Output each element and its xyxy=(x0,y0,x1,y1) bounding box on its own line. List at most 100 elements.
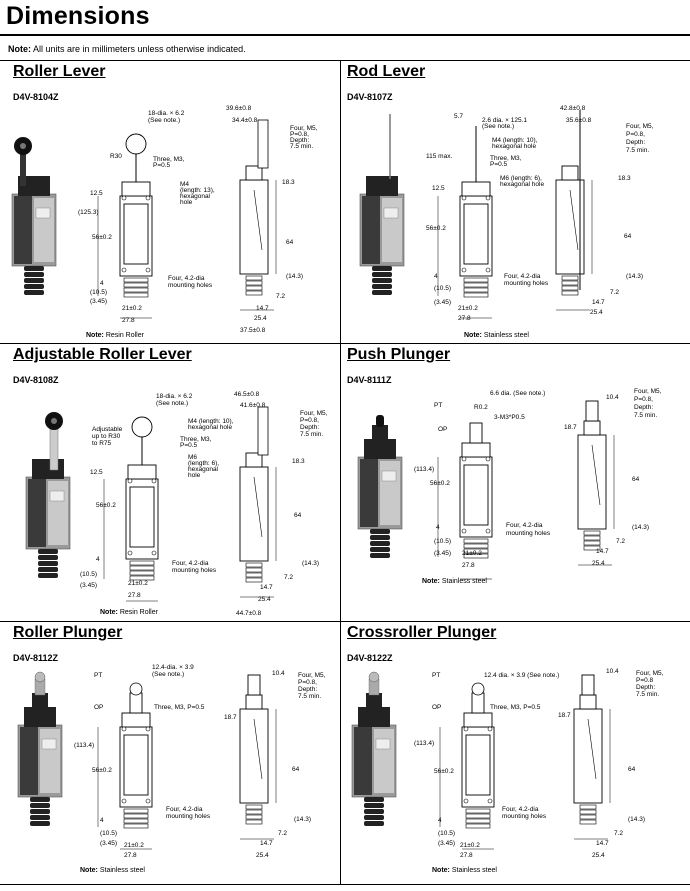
mounting-hole xyxy=(485,267,491,273)
side-view-drawing xyxy=(239,165,269,296)
dimension-label: (10.5) xyxy=(434,538,451,545)
dimension-label: 7.5 min. xyxy=(300,431,323,438)
dimension-label: (3.45) xyxy=(438,840,455,847)
dimension-label: Three, M3, xyxy=(153,156,185,163)
thread-ring xyxy=(123,813,149,819)
front-view-drawing xyxy=(459,181,493,298)
dimension-label: 37.5±0.8 xyxy=(240,327,266,334)
thread-ring xyxy=(579,819,597,825)
dimension-label: 14.7 xyxy=(260,840,273,847)
dimension-label: 7.5 min. xyxy=(626,147,649,154)
dimension-label: 7.5 min. xyxy=(636,691,659,698)
dimension-label: hexagonal xyxy=(180,193,211,200)
lever-side xyxy=(257,119,269,169)
panel-note: Note: Stainless steel xyxy=(80,867,145,874)
dimension-label: Four, 4.2-dia xyxy=(506,522,543,529)
dimension-label: P=0.8, xyxy=(300,417,319,424)
dimension-label: 7.5 min. xyxy=(634,412,657,419)
model-number: D4V-8111Z xyxy=(347,375,392,385)
switch-window xyxy=(463,464,489,526)
dimension-label: (length: 6), xyxy=(188,460,219,467)
dimension-label: M6 xyxy=(188,454,197,461)
dimension-label: 14.7 xyxy=(260,584,273,591)
switch-side-body xyxy=(239,708,269,804)
dimension-label: P=0.8 xyxy=(636,677,654,684)
dimension-label: 27.8 xyxy=(462,562,475,569)
dimension-label: Depth: xyxy=(634,404,653,411)
thread-ring xyxy=(129,560,155,566)
dimension-label: P=0.8, xyxy=(298,679,317,686)
panel-title: Crossroller Plunger xyxy=(347,624,497,641)
dimension-label: (See note.) xyxy=(156,400,188,407)
panel-note: Note: Stainless steel xyxy=(422,578,487,585)
switch-window xyxy=(123,203,149,265)
dimension-label: 21±0.2 xyxy=(462,550,482,557)
switch-window xyxy=(465,734,491,796)
dimension-label: 14.7 xyxy=(596,840,609,847)
thread-ring xyxy=(463,282,489,288)
dimension-label: 27.8 xyxy=(460,852,473,859)
dimension-label: 56±0.2 xyxy=(92,234,112,241)
mounting-hole xyxy=(121,798,127,804)
dimension-label: 2.6 dia. × 125.1 xyxy=(482,117,527,124)
switch-head xyxy=(127,464,157,480)
mounting-hole xyxy=(463,798,469,804)
dimension-label: M4 (length: 10), xyxy=(188,418,234,425)
mounting-hole xyxy=(461,267,467,273)
dimension-label: (10.5) xyxy=(100,830,117,837)
dimension-label: P=0.5 xyxy=(153,162,171,169)
dimension-label: PT xyxy=(432,672,440,679)
dimension-label: 4 xyxy=(100,817,104,824)
switch-side-head xyxy=(583,420,601,436)
thread-ring xyxy=(463,553,489,559)
dimension-label: 12.5 xyxy=(432,185,445,192)
thread-ring xyxy=(463,277,489,283)
thread-ring xyxy=(579,814,597,820)
dimension-label: Three, M3, xyxy=(180,436,212,443)
plunger-side xyxy=(585,400,599,422)
dimension-label: (113.4) xyxy=(74,742,94,749)
dimension-label: 25.4 xyxy=(258,596,271,603)
thread-ring xyxy=(245,280,263,286)
thread-ring xyxy=(245,275,263,281)
side-view-drawing xyxy=(239,694,269,825)
switch-window xyxy=(463,203,489,265)
dimension-label: 56±0.2 xyxy=(96,502,116,509)
product-photo xyxy=(351,671,397,826)
model-number: D4V-8108Z xyxy=(13,375,59,385)
dimension-label: 12.5 xyxy=(90,469,103,476)
dimension-label: Four, 4.2-dia xyxy=(168,275,205,282)
thread-ring xyxy=(129,565,155,571)
thread-ring xyxy=(583,545,601,551)
thread-ring xyxy=(463,548,489,554)
dimension-label: 7.2 xyxy=(614,830,623,837)
dimension-label: P=0.5 xyxy=(180,442,198,449)
product-photo xyxy=(17,671,63,826)
thread-ring xyxy=(123,823,149,829)
product-photo xyxy=(359,114,405,295)
dimension-label: 25.4 xyxy=(590,309,603,316)
dimension-label: 18-dia. × 6.2 xyxy=(148,110,185,117)
switch-side-head xyxy=(579,694,597,710)
thread-ring xyxy=(579,804,597,810)
front-view-drawing xyxy=(459,442,493,559)
dimension-label: Four, 4.2-dia xyxy=(502,806,539,813)
grid-line xyxy=(340,60,341,884)
dimension-label: 3-M3*P0.5 xyxy=(494,414,525,421)
mounting-hole xyxy=(461,528,467,534)
dimension-label: 27.8 xyxy=(124,852,137,859)
mounting-hole xyxy=(485,195,491,201)
dimension-label: 64 xyxy=(624,233,632,240)
dimension-label: 7.2 xyxy=(616,538,625,545)
dimension-label: Four, M5, xyxy=(626,123,654,130)
thread-ring xyxy=(463,538,489,544)
mounting-hole xyxy=(127,478,133,484)
dimension-label: (10.5) xyxy=(434,285,451,292)
dimension-label: 7.2 xyxy=(610,289,619,296)
dimension-label: 21±0.2 xyxy=(460,842,480,849)
dimension-label: hexagonal hole xyxy=(492,143,536,150)
lever-side xyxy=(257,406,269,456)
dimension-label: (10.5) xyxy=(90,289,107,296)
dimension-label: (10.5) xyxy=(80,571,97,578)
mounting-hole xyxy=(463,726,469,732)
